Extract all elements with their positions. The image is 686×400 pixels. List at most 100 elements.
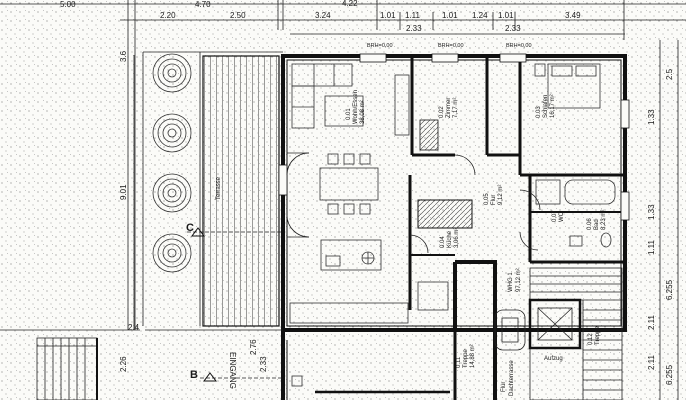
desk [419, 119, 439, 151]
apartment-area: 97,12 m² [516, 268, 522, 292]
apartment-label: WHG 1 97,12 m² [508, 268, 522, 292]
shower [535, 179, 561, 205]
top-dimension-labels: 5.00 4.70 4.22 2.20 2.50 3.24 1.01 1.11 … [60, 0, 581, 33]
room-name: Küche [447, 230, 453, 248]
dim-label: 3.49 [565, 11, 581, 20]
dim-label: 2.50 [230, 11, 246, 20]
sill-label: BRH=0,00 [506, 43, 532, 49]
room-label-room2: 0.02 Zimmer 7,17 m² [439, 98, 459, 118]
section-marker-c: C [186, 222, 284, 237]
dim-label: 2.33 [259, 356, 268, 372]
apartment-name: WHG 1 [508, 272, 514, 292]
dim-label: 1.33 [647, 204, 656, 220]
room-area: 38,08 m² [360, 100, 366, 124]
room-label-corridor: 0.05 Flur 9,12 m² [484, 185, 504, 205]
sofa [291, 63, 353, 129]
room-name: Schlafen [543, 95, 549, 118]
tv-cabinet [394, 74, 410, 136]
room-code: 0.02 [439, 106, 445, 118]
terrace-deck [202, 55, 280, 327]
elevator [528, 298, 582, 350]
room-area: 8,23 m² [601, 210, 607, 230]
sill-label: BRH=0,00 [367, 43, 393, 49]
dim-label: 1.11 [405, 11, 421, 20]
left-dimensions: 3.6 9.01 2.26 2.4 [119, 50, 140, 372]
shrub-icon [152, 113, 192, 153]
top-dimension-lines [0, 0, 686, 330]
lower-walls [281, 330, 457, 400]
room-label-stair2: 0.12 Treppe [588, 326, 601, 345]
dim-label: 2.4 [128, 323, 140, 332]
dim-label: 1.01 [380, 11, 396, 20]
dim-label: 1.11 [647, 239, 656, 255]
room-area: 9,12 m² [498, 185, 504, 205]
room-area: 3,06 m² [454, 228, 460, 248]
toilet [600, 232, 612, 248]
storage-closet [417, 281, 449, 311]
dim-label: 1.01 [498, 11, 514, 20]
room-label-kitchen: 0.04 Küche 3,06 m² [440, 228, 460, 248]
room-name: Zimmer [446, 98, 452, 118]
dim-label: 9.01 [119, 184, 128, 200]
dim-label: 2.11 [647, 314, 656, 330]
dim-label: 2.26 [119, 356, 128, 372]
room-name: Wohn/Essen [353, 90, 359, 124]
shrub-icon [152, 233, 192, 273]
room-area: 14,88 m² [470, 344, 476, 368]
dim-label: 5.00 [60, 0, 76, 9]
dining-table [319, 153, 379, 215]
room-name: WC [559, 211, 565, 222]
room-label-bath: 0.06 Bad 8,23 m² [587, 210, 607, 230]
room-code: 0.12 [588, 333, 594, 345]
coffee-table [324, 95, 364, 127]
window-marks [278, 53, 630, 221]
dim-label: 1.01 [442, 11, 458, 20]
room-code: 0.03 [536, 106, 542, 118]
bed [534, 63, 601, 109]
room-name: Bad [594, 219, 600, 230]
sink [569, 235, 583, 247]
dim-label: 2.5 [665, 68, 674, 80]
wardrobe [417, 199, 473, 229]
room-name: Flur [491, 195, 497, 205]
room-name: Treppe [463, 349, 469, 368]
shrub-icon [152, 53, 192, 93]
interior-walls [408, 58, 625, 400]
room-area: 16,17 m² [550, 94, 556, 118]
room-code: 0.11 [456, 356, 462, 368]
bathtub [564, 179, 616, 205]
dim-label: 3.24 [315, 11, 331, 20]
room-name: Treppe [595, 326, 601, 345]
dim-label: 2.20 [160, 11, 176, 20]
dim-label: 2.33 [406, 24, 422, 33]
room-code: 0.01 [346, 108, 352, 120]
room-area: 7,17 m² [453, 98, 459, 118]
room-code: 0.06 [587, 218, 593, 230]
section-label: B [190, 369, 198, 381]
landing [494, 309, 526, 351]
dim-label: 1.33 [647, 109, 656, 125]
dim-label: 2.11 [647, 354, 656, 370]
room-code: 0.07 [552, 210, 558, 222]
sill-label: BRH=0,00 [438, 43, 464, 49]
room-label-bedroom: 0.03 Schlafen 16,17 m² [536, 94, 556, 118]
entrance-steps [0, 329, 140, 400]
dim-label: 6.255 [665, 279, 674, 300]
elevator-label: Aufzug [544, 356, 563, 362]
room-code: 0.05 [484, 193, 490, 205]
terrace-label: Terrasse [216, 176, 222, 200]
dim-label: 2.76 [249, 339, 258, 355]
dim-label: 4.70 [195, 0, 211, 9]
flur-label: Flur [501, 382, 507, 392]
right-dimensions: 2.5 1.33 1.33 1.11 6.255 2.11 6.255 2.11 [647, 40, 679, 400]
room-label-wc: 0.07 WC [552, 210, 565, 222]
room-label-stair1: 0.11 Treppe 14,88 m² [456, 344, 476, 368]
dim-label: 4.22 [342, 0, 358, 8]
section-label: C [186, 222, 194, 234]
entrance: B EINGANG 2.76 2.33 [145, 329, 283, 389]
entrance-label: EINGANG [228, 352, 237, 389]
dim-label: 1.24 [472, 11, 488, 20]
kitchen-counter [289, 239, 409, 324]
shrub-icon [152, 173, 192, 213]
